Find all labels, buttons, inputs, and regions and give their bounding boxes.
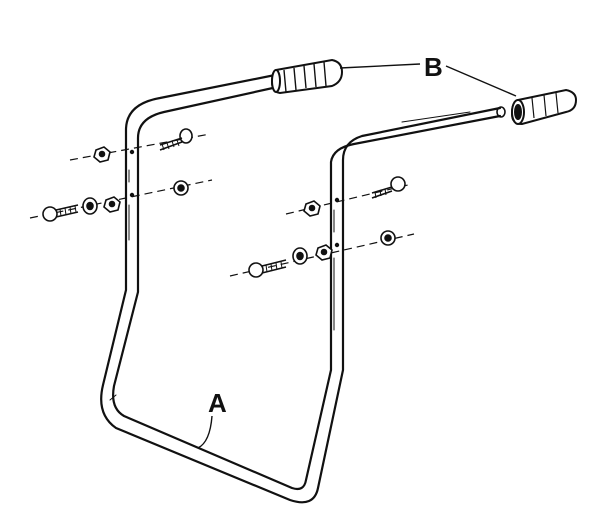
- spring-lock-washer-icon: [380, 230, 396, 246]
- left-hand-grip: [270, 58, 344, 95]
- callout-b-leader-right: [445, 65, 517, 97]
- carriage-bolt-icon: [42, 204, 79, 222]
- carriage-bolt-icon: [371, 176, 406, 199]
- hex-nut-icon: [303, 200, 321, 217]
- hardware-right-upper: [303, 176, 406, 217]
- flat-washer-icon: [82, 197, 98, 215]
- callout-b-leader-left: [339, 63, 421, 69]
- carriage-bolt-icon: [248, 259, 287, 278]
- handle-frame-tube: [100, 72, 506, 504]
- hex-nut-icon: [103, 196, 121, 213]
- callout-b: B: [339, 52, 517, 97]
- callout-label-a: A: [208, 388, 227, 418]
- flat-washer-icon: [292, 247, 308, 265]
- spring-lock-washer-icon: [173, 180, 189, 196]
- hex-nut-icon: [93, 146, 111, 163]
- callout-label-b: B: [424, 52, 443, 82]
- hardware-right-lower: [248, 230, 396, 278]
- hardware-left-middle: [42, 180, 189, 222]
- loose-hand-grip: [510, 88, 578, 126]
- carriage-bolt-icon: [159, 128, 193, 151]
- hex-nut-icon: [315, 244, 333, 261]
- callout-a: A: [197, 388, 227, 449]
- hardware-upper-left: [93, 128, 193, 163]
- callout-a-leader: [197, 415, 213, 449]
